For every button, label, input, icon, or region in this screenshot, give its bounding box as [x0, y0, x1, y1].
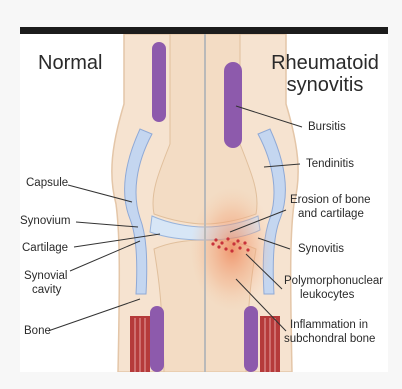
label-cartilage: Cartilage: [22, 241, 68, 255]
label-pmn-line2: leukocytes: [300, 288, 354, 302]
bursa-bottom-left: [150, 306, 164, 372]
label-inflammation-line1: Inflammation in: [290, 318, 368, 332]
label-synovium: Synovium: [20, 214, 71, 228]
label-synovial-line2: cavity: [32, 283, 61, 297]
bursa-top-left: [152, 42, 166, 122]
bursa-top-right: [224, 62, 242, 148]
normal-title: Normal: [38, 52, 102, 74]
label-bone: Bone: [24, 324, 51, 338]
label-synovitis: Synovitis: [298, 242, 344, 256]
label-bursitis: Bursitis: [308, 120, 346, 134]
muscle-right: [260, 316, 280, 372]
label-tendinitis: Tendinitis: [306, 157, 354, 171]
rheumatoid-title-line2: synovitis: [266, 74, 384, 96]
label-erosion-line2: and cartilage: [298, 207, 364, 221]
label-capsule: Capsule: [26, 176, 68, 190]
diagram-panel: Normal Rheumatoid synovitis Capsule Syno…: [20, 27, 388, 372]
bursa-bottom-right: [244, 306, 258, 372]
label-synovial-line1: Synovial: [24, 269, 67, 283]
label-erosion-line1: Erosion of bone: [290, 193, 371, 207]
label-pmn-line1: Polymorphonuclear: [284, 274, 383, 288]
muscle-left: [130, 316, 150, 372]
inflammation-glow: [190, 187, 274, 311]
label-inflammation-line2: subchondral bone: [284, 332, 375, 346]
rheumatoid-title-line1: Rheumatoid: [266, 52, 384, 74]
